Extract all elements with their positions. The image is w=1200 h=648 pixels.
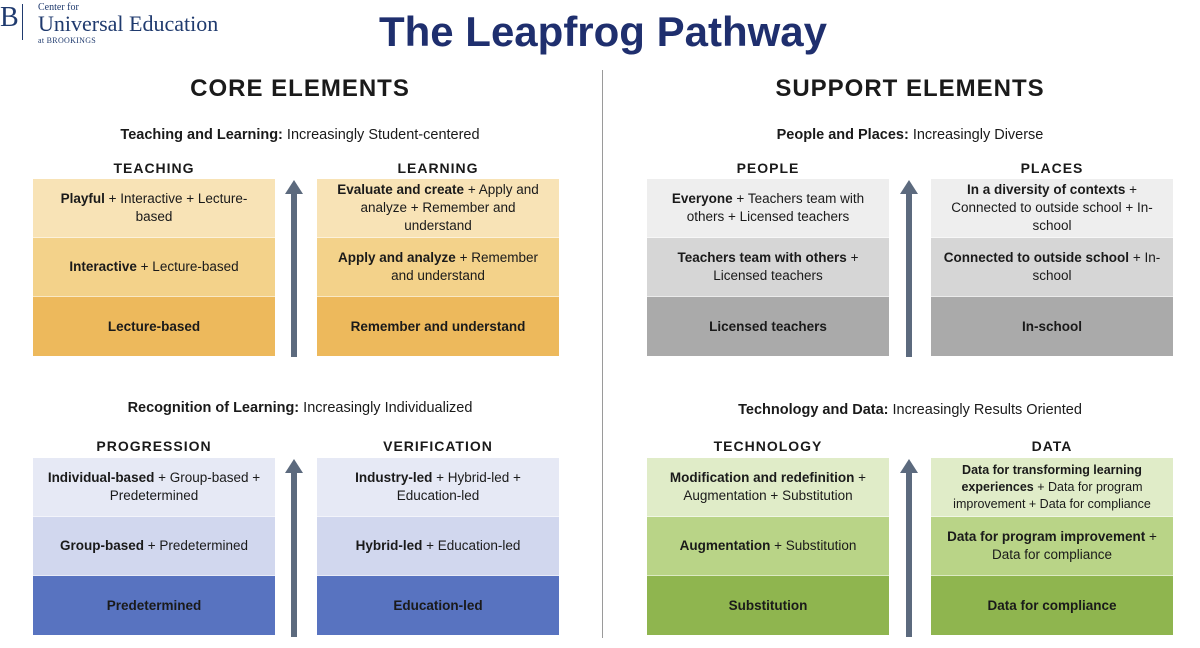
progression-level-2: Group-based + Predetermined: [33, 517, 275, 576]
up-arrow-icon: [285, 180, 303, 357]
people-level-1: Licensed teachers: [647, 297, 889, 356]
progression-level-3: Individual-based + Group-based + Predete…: [33, 458, 275, 517]
center-divider: [602, 70, 603, 638]
support-elements-title: SUPPORT ELEMENTS: [775, 75, 1045, 102]
teaching-level-1: Lecture-based: [33, 297, 275, 356]
core-elements-title: CORE ELEMENTS: [190, 75, 410, 102]
up-arrow-icon: [900, 180, 918, 357]
page-title: The Leapfrog Pathway: [378, 8, 828, 55]
technology-level-1: Substitution: [647, 576, 889, 635]
places-column-label: PLACES: [1020, 160, 1084, 176]
verification-level-1: Education-led: [317, 576, 559, 635]
data-level-2: Data for program improvement + Data for …: [931, 517, 1173, 576]
people-places-heading: People and Places: Increasingly Diverse: [610, 127, 1200, 143]
tech-data-heading: Technology and Data: Increasingly Result…: [610, 402, 1200, 418]
technology-level-3: Modification and redefinition + Augmenta…: [647, 458, 889, 517]
places-level-3: In a diversity of contexts + Connected t…: [931, 179, 1173, 238]
places-level-2: Connected to outside school + In-school: [931, 238, 1173, 297]
heading-bold: Teaching and Learning:: [120, 127, 283, 143]
places-stack: In a diversity of contexts + Connected t…: [931, 179, 1173, 356]
logo-line3: at BROOKINGS: [38, 36, 97, 45]
data-level-1: Data for compliance: [931, 576, 1173, 635]
progression-level-1: Predetermined: [33, 576, 275, 635]
technology-stack: Modification and redefinition + Augmenta…: [647, 458, 889, 635]
learning-level-2: Apply and analyze + Remember and underst…: [317, 238, 559, 297]
teaching-level-2: Interactive + Lecture-based: [33, 238, 275, 297]
logo-mark: B: [0, 2, 19, 33]
heading-bold: Recognition of Learning:: [127, 400, 300, 416]
data-stack: Data for transforming learning experienc…: [931, 458, 1173, 635]
people-level-3: Everyone + Teachers team with others + L…: [647, 179, 889, 238]
logo-line2: Universal Education: [38, 11, 219, 36]
learning-level-3: Evaluate and create + Apply and analyze …: [317, 179, 559, 238]
logo-divider: [22, 4, 23, 40]
heading-rest: Increasingly Individualized: [299, 400, 473, 416]
heading-rest: Increasingly Student-centered: [282, 127, 480, 143]
brookings-logo: B Center for Universal Education at BROO…: [0, 0, 240, 50]
teaching-level-3: Playful + Interactive + Lecture-based: [33, 179, 275, 238]
progression-column-label: PROGRESSION: [96, 438, 212, 454]
learning-column-label: LEARNING: [397, 160, 479, 176]
people-level-2: Teachers team with others + Licensed tea…: [647, 238, 889, 297]
up-arrow-icon: [285, 459, 303, 637]
teaching-stack: Playful + Interactive + Lecture-based In…: [33, 179, 275, 356]
places-level-1: In-school: [931, 297, 1173, 356]
logo-line1: Center for: [38, 2, 79, 13]
recognition-heading: Recognition of Learning: Increasingly In…: [0, 400, 600, 416]
verification-stack: Industry-led + Hybrid-led + Education-le…: [317, 458, 559, 635]
teaching-column-label: TEACHING: [113, 160, 195, 176]
up-arrow-icon: [900, 459, 918, 637]
progression-stack: Individual-based + Group-based + Predete…: [33, 458, 275, 635]
heading-bold: Technology and Data:: [738, 402, 889, 418]
teaching-learning-heading: Teaching and Learning: Increasingly Stud…: [0, 127, 600, 143]
learning-level-1: Remember and understand: [317, 297, 559, 356]
technology-level-2: Augmentation + Substitution: [647, 517, 889, 576]
data-level-3: Data for transforming learning experienc…: [931, 458, 1173, 517]
technology-column-label: TECHNOLOGY: [713, 438, 823, 454]
verification-level-2: Hybrid-led + Education-led: [317, 517, 559, 576]
people-column-label: PEOPLE: [736, 160, 800, 176]
learning-stack: Evaluate and create + Apply and analyze …: [317, 179, 559, 356]
heading-bold: People and Places:: [776, 127, 909, 143]
verification-level-3: Industry-led + Hybrid-led + Education-le…: [317, 458, 559, 517]
data-column-label: DATA: [1031, 438, 1073, 454]
heading-rest: Increasingly Diverse: [908, 127, 1044, 143]
verification-column-label: VERIFICATION: [383, 438, 493, 454]
heading-rest: Increasingly Results Oriented: [888, 402, 1082, 418]
people-stack: Everyone + Teachers team with others + L…: [647, 179, 889, 356]
